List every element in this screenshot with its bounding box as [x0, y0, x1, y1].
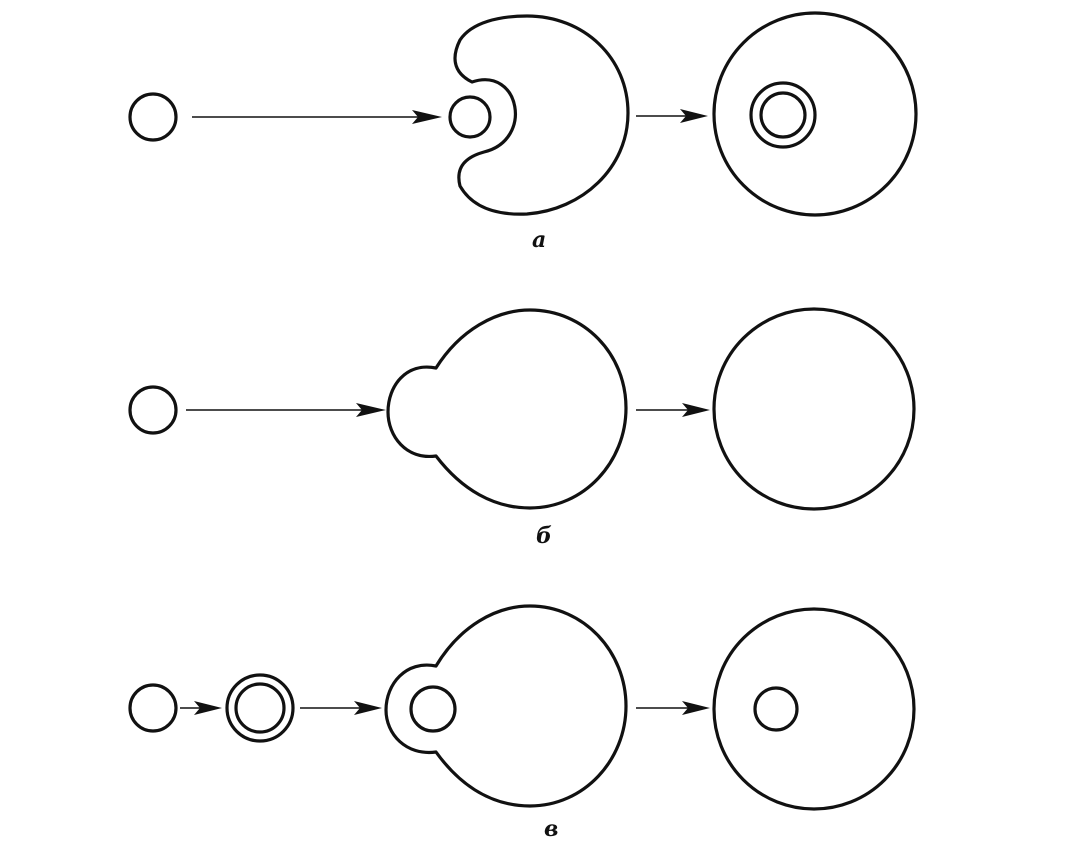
- row-b-label: б: [536, 523, 552, 549]
- row-c-released-particle: [753, 686, 799, 732]
- row-a-arrow-2: [636, 109, 708, 123]
- row-a-engulfing-cell: [453, 14, 630, 216]
- row-a-vacuole-inner-ring: [759, 91, 807, 139]
- row-b-arrow-1: [186, 403, 386, 417]
- row-a-vacuole-outer-ring: [749, 81, 817, 149]
- row-b-result-cell: [712, 307, 916, 511]
- row-a-label: а: [532, 227, 546, 253]
- row-a-result-cell: [712, 11, 918, 217]
- row-c-label: в: [544, 816, 558, 841]
- row-c-coated-particle-inner: [234, 682, 286, 734]
- row-b-fusing-cell: [386, 308, 628, 510]
- row-a: а: [128, 11, 918, 253]
- row-c-small-circle: [128, 683, 178, 733]
- row-c-arrow-1: [180, 701, 222, 715]
- row-c-coated-particle-outer: [225, 673, 295, 743]
- row-a-engulfed-particle: [448, 95, 492, 139]
- row-c: в: [128, 604, 916, 841]
- row-c-fusing-cell: [384, 604, 628, 808]
- row-b-arrow-2: [636, 403, 710, 417]
- row-a-small-circle: [128, 92, 178, 142]
- row-c-arrow-2: [300, 701, 382, 715]
- row-c-arrow-3: [636, 701, 710, 715]
- row-a-arrow-1: [192, 110, 442, 124]
- row-c-result-cell: [712, 607, 916, 811]
- row-c-internalized-particle: [409, 685, 457, 733]
- row-b-small-circle: [128, 385, 178, 435]
- row-b: б: [128, 307, 916, 549]
